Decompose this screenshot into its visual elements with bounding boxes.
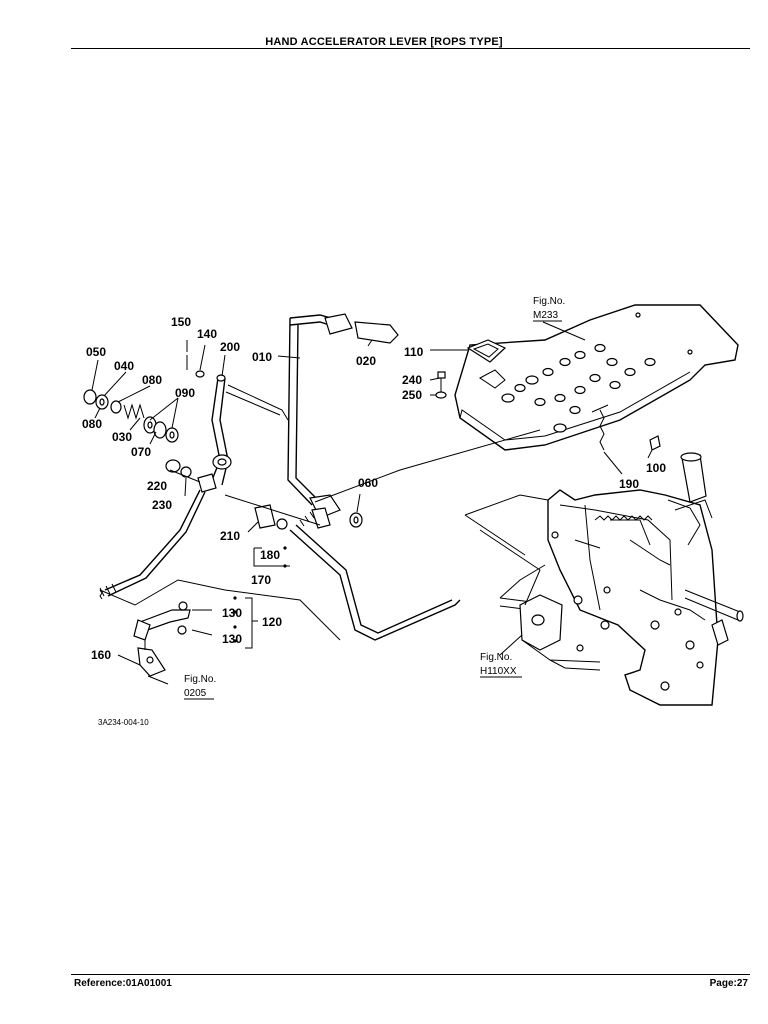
label-250: 250 (402, 388, 422, 402)
label-150: 150 (171, 315, 191, 329)
label-170: 170 (251, 573, 271, 587)
floor-panel (435, 304, 739, 451)
label-190: 190 (619, 477, 639, 491)
label-130-top: 130 (222, 606, 242, 620)
fig-ref-m233-line2: M233 (533, 310, 558, 321)
fig-references: Fig.No. M233 Fig.No. H110XX Fig.No. 0205… (98, 296, 565, 727)
fig-ref-h110xx-line1: Fig.No. (480, 652, 512, 663)
label-240: 240 (402, 373, 422, 387)
footer-page: Page:27 (709, 978, 748, 989)
page-title: HAND ACCELERATOR LEVER [ROPS TYPE] (265, 36, 503, 48)
fig-ref-m233-line1: Fig.No. (533, 296, 565, 307)
reference-lines (91, 321, 653, 685)
label-090: 090 (175, 386, 195, 400)
label-080-top: 080 (142, 373, 162, 387)
label-120: 120 (262, 615, 282, 629)
label-210: 210 (220, 529, 240, 543)
fig-ref-0205-line1: Fig.No. (184, 674, 216, 685)
label-160: 160 (91, 648, 111, 662)
fig-ref-h110xx-line2: H110XX (480, 666, 517, 677)
label-060: 060 (358, 476, 378, 490)
label-020: 020 (356, 354, 376, 368)
fig-ref-0205-line2: 0205 (184, 688, 207, 699)
hand-lever (287, 313, 399, 529)
part-labels: 150 140 200 050 040 080 090 010 020 110 … (82, 315, 666, 662)
label-050: 050 (86, 345, 106, 359)
label-080-bottom: 080 (82, 417, 102, 431)
arm-and-washers (83, 355, 232, 493)
label-100: 100 (646, 461, 666, 475)
footer-reference: Reference:01A01001 (74, 978, 172, 989)
label-110: 110 (404, 345, 424, 359)
drawing-code: 3A234-004-10 (98, 718, 149, 727)
label-140: 140 (197, 327, 217, 341)
label-010: 010 (252, 350, 272, 364)
frame-bracket (499, 452, 744, 706)
label-040: 040 (114, 359, 134, 373)
label-130-bottom: 130 (222, 632, 242, 646)
label-220: 220 (147, 479, 167, 493)
header-rule (71, 48, 750, 49)
footer-rule (71, 974, 750, 975)
label-180: 180 (260, 548, 280, 562)
label-230: 230 (152, 498, 172, 512)
label-070: 070 (131, 445, 151, 459)
label-030: 030 (112, 430, 132, 444)
label-200: 200 (220, 340, 240, 354)
rods (99, 384, 461, 677)
